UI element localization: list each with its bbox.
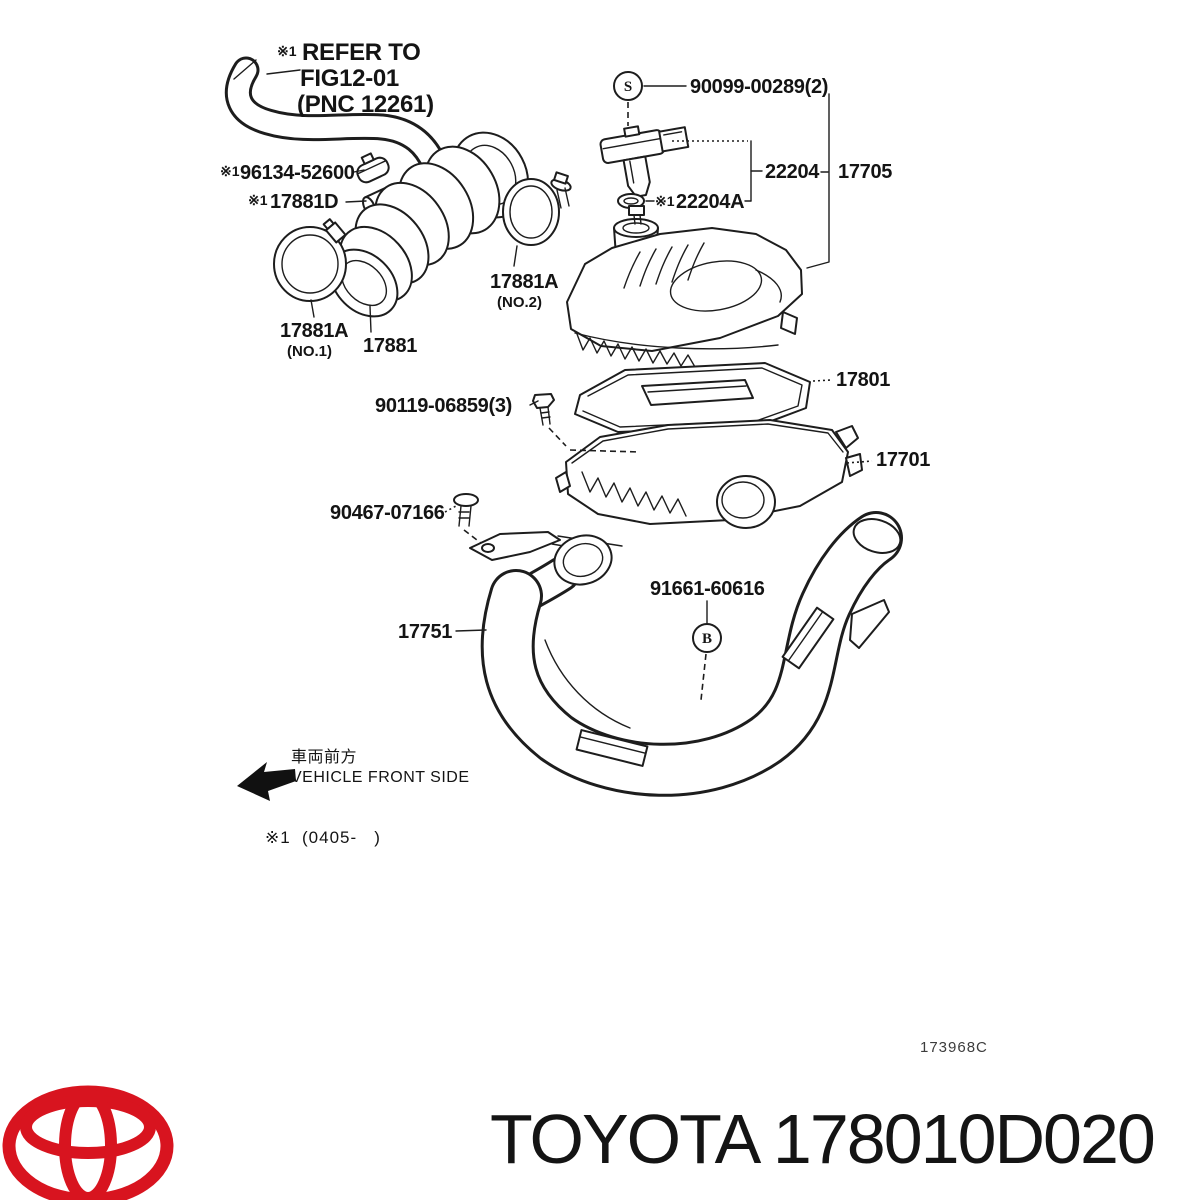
callout-clamp-no2-note: (NO.2)	[497, 294, 542, 311]
inlet-duct-drawing	[469, 511, 903, 797]
callout-duct-clip: 90467-07166	[330, 502, 445, 524]
orientation-block: 車両前方 VEHICLE FRONT SIDE	[237, 748, 470, 801]
note-block: ※1 REFER TO FIG12-01 (PNC 12261)	[277, 39, 434, 118]
note-prefix: ※1	[277, 43, 297, 59]
leader-lines	[266, 69, 873, 632]
callout-hose-clamp: 96134-52600	[240, 162, 355, 184]
footer: TOYOTA 178010D020	[2, 1085, 1156, 1200]
air-cleaner-cap-drawing	[566, 205, 803, 368]
footnote-range: (0405- )	[302, 828, 381, 847]
orientation-jp: 車両前方	[291, 748, 357, 766]
callout-clamp-no1: 17881A	[280, 320, 348, 342]
callout-labels: ※1 96134-52600 ※1 17881D 17881A (NO.1) 1…	[220, 76, 931, 643]
orientation-en: VEHICLE FRONT SIDE	[291, 769, 470, 786]
figure-code: 173968C	[920, 1039, 988, 1056]
sensor-screw-marker: S	[613, 71, 687, 126]
callout-hose-clamp-prefix: ※1	[220, 163, 240, 179]
note-line-2: FIG12-01	[300, 65, 399, 92]
callout-oring-prefix: ※1	[655, 193, 675, 209]
oring-drawing	[617, 193, 645, 209]
callout-duct-bolt: 91661-60616	[650, 578, 765, 600]
callout-hose-connector: 17881D	[270, 191, 338, 213]
filter-element-drawing	[574, 362, 811, 433]
maf-sensor-drawing	[599, 125, 690, 198]
hose-clamp-drawing	[356, 152, 390, 184]
callout-case-lower: 17701	[876, 449, 930, 471]
footnote-prefix: ※1	[265, 828, 291, 847]
duct-clip-drawing	[453, 493, 487, 548]
callout-clamp-no1-note: (NO.1)	[287, 343, 332, 360]
callout-maf-meter: 22204	[765, 161, 820, 183]
clamp-no1-drawing	[273, 218, 347, 302]
duct-bolt-marker-letter: B	[702, 631, 712, 647]
footnote-block: ※1 (0405- )	[265, 828, 381, 847]
clamp-no2-drawing	[502, 171, 572, 246]
screw-marker-letter: S	[624, 79, 632, 95]
callout-air-hose: 17881	[363, 335, 417, 357]
callout-case-bolt: 90119-06859(3)	[375, 395, 512, 417]
lower-case-drawing	[555, 419, 863, 529]
footer-title: TOYOTA 178010D020	[490, 1100, 1154, 1178]
note-line-1: REFER TO	[302, 39, 421, 66]
duct-bolt-marker: B	[692, 600, 722, 701]
callout-clamp-no2: 17881A	[490, 271, 558, 293]
callout-cap-assy: 17705	[838, 161, 892, 183]
front-side-arrow-icon	[237, 762, 296, 801]
callout-element: 17801	[836, 369, 890, 391]
case-bolt-drawing	[532, 393, 567, 447]
callout-hose-connector-prefix: ※1	[248, 192, 268, 208]
callout-inlet-duct: 17751	[398, 621, 452, 643]
callout-oring: 22204A	[676, 191, 744, 213]
note-line-3: (PNC 12261)	[297, 91, 434, 118]
toyota-logo-icon	[2, 1085, 174, 1200]
callout-sensor-screw: 90099-00289(2)	[690, 76, 828, 98]
callout-bracket-lines	[645, 93, 830, 269]
